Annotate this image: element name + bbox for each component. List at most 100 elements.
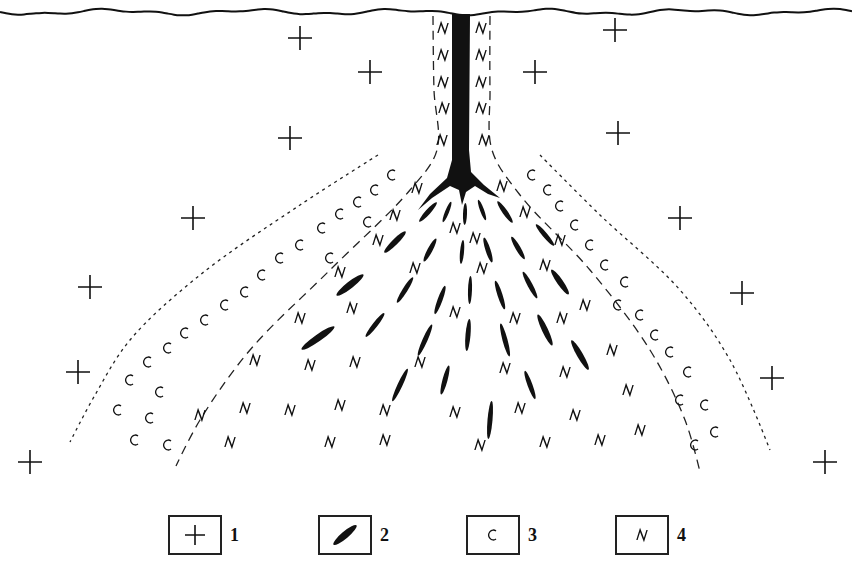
- ore-veinlet: [493, 280, 507, 310]
- host-rock-symbol: [730, 281, 754, 305]
- legend-number: 2: [380, 526, 389, 544]
- alteration-symbol: [500, 363, 510, 373]
- host-rock-symbol: [358, 60, 382, 84]
- alteration-symbol: [515, 403, 525, 413]
- host-rock-symbol: [760, 366, 784, 390]
- ore-veinlet: [439, 365, 452, 395]
- host-rock-symbol: [606, 121, 630, 145]
- alteration-symbol: [437, 135, 447, 145]
- ore-veinlet: [495, 200, 514, 224]
- outer-zone-symbol: [336, 209, 343, 219]
- outer-zone-symbol: [181, 328, 188, 338]
- alteration-symbol: [540, 260, 550, 270]
- alteration-symbol: [595, 435, 605, 445]
- alteration-symbol: [380, 405, 390, 415]
- outer-zone-symbol: [571, 220, 578, 230]
- ore-veinlet: [334, 272, 365, 298]
- alteration-symbol: [470, 233, 480, 243]
- alteration-symbol: [540, 437, 550, 447]
- alteration-symbol: [415, 357, 425, 367]
- ore-vein: [418, 14, 500, 210]
- ore-veinlet: [395, 276, 415, 304]
- alteration-symbol: [240, 403, 250, 413]
- outer-zone-symbol: [276, 253, 283, 263]
- legend-symbol: [468, 517, 518, 553]
- alteration-symbol: [479, 135, 489, 145]
- outer-zone-symbol: [586, 240, 593, 250]
- outer-zone-symbol: [614, 300, 621, 310]
- alteration-symbol: [476, 77, 486, 87]
- ore-veinlet: [441, 201, 453, 223]
- outer-zone-symbol: [164, 343, 171, 353]
- outer-zone-symbol: [326, 253, 333, 263]
- alteration-symbol: [295, 313, 305, 323]
- alteration-symbol: [335, 267, 345, 277]
- outer-zone-symbol: [241, 287, 248, 297]
- alteration-symbol: [347, 303, 357, 313]
- ground-surface: [0, 9, 852, 16]
- ore-veinlet: [521, 271, 539, 300]
- alteration-symbol: [476, 50, 486, 60]
- alteration-symbol: [450, 223, 460, 233]
- alteration-symbol: [305, 360, 315, 370]
- outer-zone-symbol: [544, 185, 551, 195]
- alteration-boundary: [489, 16, 700, 472]
- outer-zone-symbol: [651, 330, 658, 340]
- outer-zone-symbol: [684, 367, 691, 377]
- alteration-symbol: [410, 263, 420, 273]
- outer-boundary: [540, 155, 770, 450]
- ore-veinlet: [417, 201, 438, 224]
- legend-sample: [615, 515, 669, 555]
- host-rock-symbol: [288, 26, 312, 50]
- ore-veinlet: [300, 324, 337, 353]
- ore-veinlet: [464, 319, 472, 351]
- ore-veinlet: [476, 199, 487, 221]
- outer-zone-symbol: [131, 435, 138, 445]
- alteration-symbol: [475, 440, 485, 450]
- alteration-symbol: [438, 23, 448, 33]
- ore-veinlet: [509, 235, 526, 260]
- outer-zone-symbol: [114, 405, 121, 415]
- ore-veinlet: [569, 339, 591, 371]
- outer-zone-symbol: [691, 440, 698, 450]
- outer-zone-symbol: [144, 357, 151, 367]
- outer-zone-symbol: [201, 315, 208, 325]
- outer-zone-symbol: [676, 395, 683, 405]
- alteration-symbol: [580, 300, 590, 310]
- host-rock-symbol: [668, 206, 692, 230]
- outer-zone-symbol: [666, 347, 673, 357]
- host-rock-symbol: [278, 126, 302, 150]
- alteration-symbol: [623, 385, 633, 395]
- alteration-symbol: [607, 345, 617, 355]
- alteration-symbol: [450, 407, 460, 417]
- alteration-symbol: [438, 50, 448, 60]
- legend-sample: [168, 515, 222, 555]
- ore-veinlet: [534, 223, 556, 248]
- alteration-symbol: [520, 207, 530, 217]
- alteration-symbol: [390, 210, 400, 220]
- ore-veinlet: [549, 268, 571, 296]
- alteration-symbol: [477, 263, 487, 273]
- ore-veinlet: [486, 401, 494, 439]
- ore-veinlet: [433, 285, 448, 315]
- legend-symbol: [617, 517, 667, 553]
- legend-sample: [318, 515, 372, 555]
- alteration-symbol: [476, 103, 486, 113]
- outer-zone-symbol: [221, 300, 228, 310]
- outer-zone-symbol: [711, 427, 718, 437]
- host-rock-symbol: [66, 360, 90, 384]
- alteration-symbol: [438, 77, 448, 87]
- outer-zone-symbol: [318, 223, 325, 233]
- ore-veinlet: [463, 203, 468, 225]
- ore-veinlet: [523, 370, 538, 400]
- alteration-symbol: [225, 437, 235, 447]
- outer-boundary: [70, 155, 378, 442]
- outer-zone-symbol: [296, 240, 303, 250]
- ore-veinlet: [468, 276, 473, 304]
- outer-zone-symbol: [354, 197, 361, 207]
- legend-number: 3: [528, 526, 537, 544]
- outer-zone-symbol: [556, 201, 563, 211]
- alteration-symbol: [412, 183, 422, 193]
- alteration-symbol: [570, 410, 580, 420]
